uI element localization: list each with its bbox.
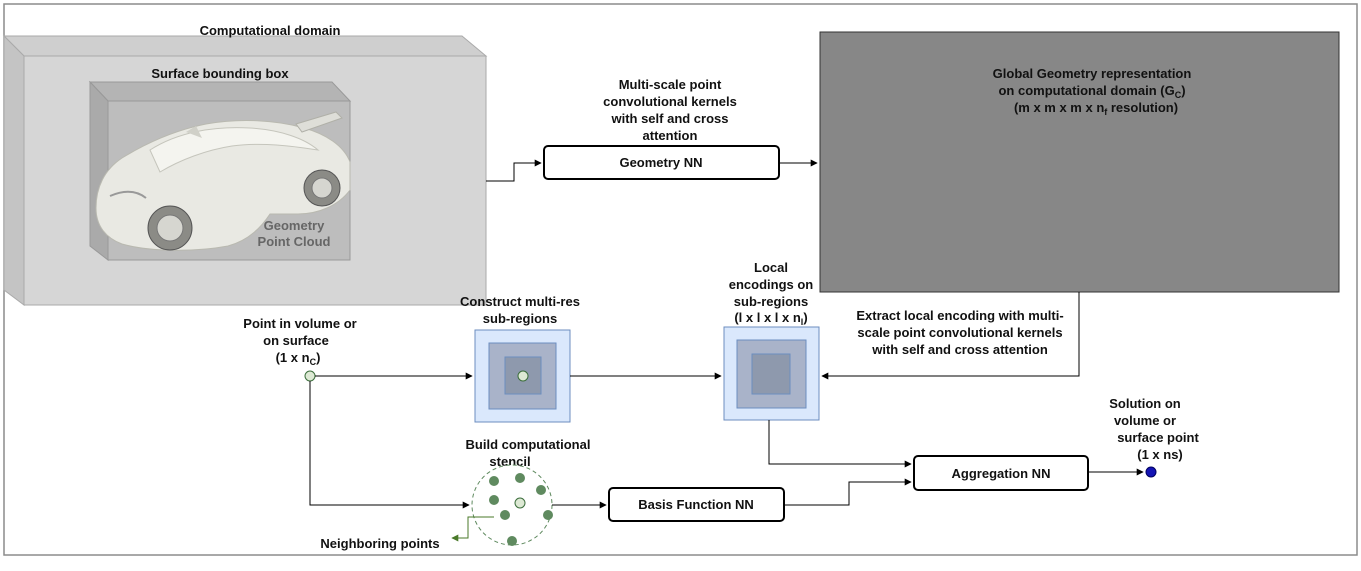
construct-multires-label-2: sub-regions [483,311,557,326]
computational-domain-label: Computational domain [200,23,341,38]
build-stencil-label-2: stencil [489,454,530,469]
solution-label-1: Solution on [1109,396,1181,411]
local-encodings-label-1: Local [754,260,788,275]
multiscale-kernels-label-4: attention [643,128,698,143]
solution-point [1145,466,1157,478]
extract-local-label-3: with self and cross attention [871,342,1048,357]
global-geometry-label-3: (m x m x m x nf resolution) [1014,100,1178,117]
point-in-volume-label-3: (1 x nC) [276,350,321,367]
surface-bounding-box-label: Surface bounding box [151,66,289,81]
build-stencil-label-1: Build computational [466,437,591,452]
input-point [304,370,316,382]
solution-label-4: (1 x ns) [1137,447,1183,462]
arrow-point-to-stencil [309,381,470,509]
local-encodings-label-2: encodings on [729,277,814,292]
arrow-basis-to-aggregation [784,478,912,506]
aggregation-nn-box [913,455,1089,491]
extract-local-label-2: scale point convolutional kernels [857,325,1062,340]
arrow-local-to-aggregation [768,420,912,468]
geometry-nn-label: Geometry NN [619,155,702,170]
car-point-cloud-image [95,111,351,251]
geometry-point-cloud-label-1: Geometry [264,218,325,233]
global-geometry-label-1: Global Geometry representation [993,66,1192,81]
arrow-domain-to-geometry-nn [486,159,542,182]
local-encodings-label-4: (l x l x l x nl) [734,310,807,327]
global-geometry-label-2: on computational domain (GC) [998,83,1185,100]
point-in-volume-label-2: on surface [263,333,329,348]
neighboring-points-label: Neighboring points [320,536,439,551]
multires-subregions [474,329,571,423]
multiscale-kernels-label-2: convolutional kernels [603,94,737,109]
local-encodings-label-3: sub-regions [734,294,808,309]
extract-local-label-1: Extract local encoding with multi- [856,308,1063,323]
construct-multires-label-1: Construct multi-res [460,294,580,309]
multiscale-kernels-label-1: Multi-scale point [619,77,722,92]
basis-function-nn-label: Basis Function NN [638,497,754,512]
local-encodings-subregions [723,326,820,421]
solution-label-3: surface point [1117,430,1199,445]
arrow-global-to-local [821,292,1080,380]
geometry-point-cloud-label-2: Point Cloud [258,234,331,249]
point-in-volume-label-1: Point in volume or [243,316,356,331]
aggregation-nn-label: Aggregation NN [952,466,1051,481]
solution-label-2: volume or [1114,413,1176,428]
multiscale-kernels-label-3: with self and cross [610,111,728,126]
arrow-neighbor-points [451,516,494,542]
